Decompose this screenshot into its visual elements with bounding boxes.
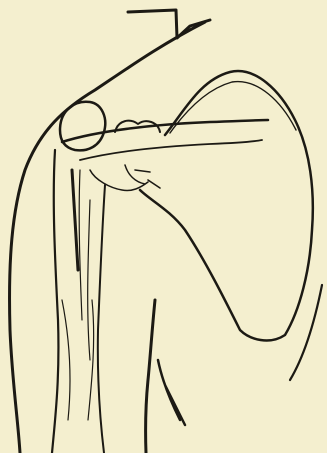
joint-detail [90,165,148,191]
humerus-shaft [52,150,58,453]
humerus-shaft-inner [98,185,105,453]
body-outline [10,22,205,453]
lower-pointer-branch [158,360,185,425]
humerus-shaft-detail [79,170,90,360]
muscle-line-1 [62,300,70,420]
lower-pointer [146,300,155,453]
muscle-line-2 [88,300,94,420]
scapula-inner-edge [170,82,296,133]
clavicle-lower [80,140,262,160]
pointer-wire [128,10,210,38]
clavicle [62,120,268,142]
scapula-tip [290,285,322,380]
humeral-head [60,102,105,151]
scapula [140,71,313,340]
joint-marker [135,170,160,188]
marker-rod [72,170,78,270]
